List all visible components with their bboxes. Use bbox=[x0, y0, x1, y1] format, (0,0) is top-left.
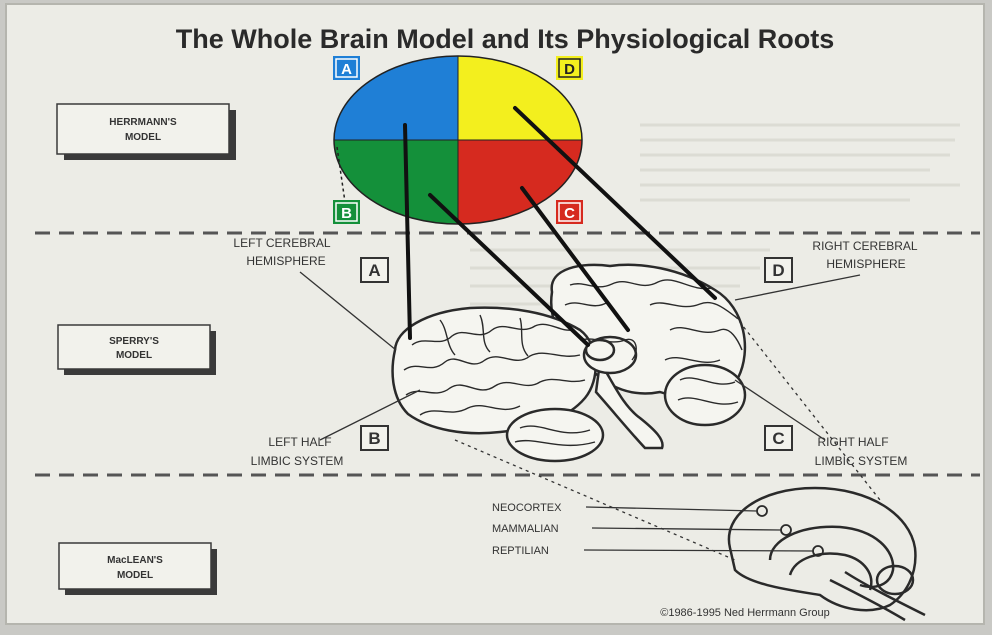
letter-b: B bbox=[341, 205, 352, 222]
left-cerebral-label-2: HEMISPHERE bbox=[246, 254, 325, 268]
right-limbic-label-1: RIGHT HALF bbox=[817, 435, 888, 449]
letter-c: C bbox=[564, 205, 575, 222]
diagram-title: The Whole Brain Model and Its Physiologi… bbox=[176, 24, 835, 54]
letter-d: D bbox=[564, 61, 575, 78]
reptilian-label: REPTILIAN bbox=[492, 545, 549, 557]
sperry-model-box: SPERRY'S MODEL bbox=[58, 325, 216, 375]
letter-square-d: D bbox=[556, 56, 583, 80]
letter-square-b: B bbox=[333, 200, 360, 224]
left-cerebral-label-1: LEFT CEREBRAL bbox=[233, 236, 330, 250]
maclean-model-box: MacLEAN'S MODEL bbox=[59, 543, 217, 595]
left-limbic-label-1: LEFT HALF bbox=[268, 435, 331, 449]
sperry-box-d: D bbox=[765, 258, 792, 282]
letter-square-c: C bbox=[556, 200, 583, 224]
left-cerebellum bbox=[507, 409, 603, 461]
letter-square-a: A bbox=[333, 56, 360, 80]
sperry-box-c: C bbox=[765, 426, 792, 450]
right-cerebellum bbox=[665, 365, 745, 425]
sperry-letter-c: C bbox=[772, 429, 784, 448]
copyright-notice: ©1986-1995 Ned Herrmann Group bbox=[660, 607, 830, 619]
limbic-core bbox=[586, 340, 614, 360]
herrmann-quadrant-circle bbox=[334, 56, 582, 224]
maclean-model-label-1: MacLEAN'S bbox=[107, 555, 163, 566]
left-limbic-label-2: LIMBIC SYSTEM bbox=[251, 454, 344, 468]
right-limbic-label-2: LIMBIC SYSTEM bbox=[815, 454, 908, 468]
neocortex-label: NEOCORTEX bbox=[492, 502, 562, 514]
sperry-box-a: A bbox=[361, 258, 388, 282]
right-cerebral-label-1: RIGHT CEREBRAL bbox=[812, 239, 917, 253]
sperry-letter-b: B bbox=[368, 429, 380, 448]
maclean-model-label-2: MODEL bbox=[117, 570, 153, 581]
right-cerebral-label-2: HEMISPHERE bbox=[826, 257, 905, 271]
mammalian-label: MAMMALIAN bbox=[492, 523, 559, 535]
sperry-model-label-2: MODEL bbox=[116, 350, 152, 361]
sperry-letter-a: A bbox=[368, 261, 380, 280]
letter-a: A bbox=[341, 61, 352, 78]
sperry-box-b: B bbox=[361, 426, 388, 450]
herrmann-model-box: HERRMANN'S MODEL bbox=[57, 104, 236, 160]
sperry-model-label-1: SPERRY'S bbox=[109, 336, 159, 347]
herrmann-model-label-1: HERRMANN'S bbox=[109, 117, 177, 128]
herrmann-model-label-2: MODEL bbox=[125, 132, 161, 143]
sperry-letter-d: D bbox=[772, 261, 784, 280]
